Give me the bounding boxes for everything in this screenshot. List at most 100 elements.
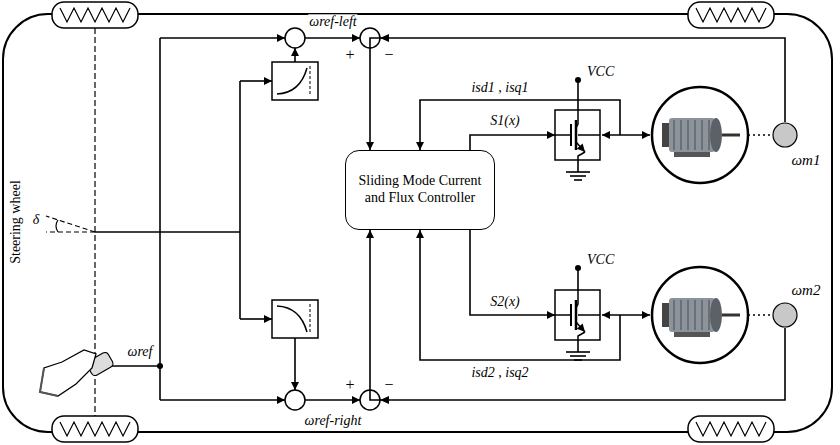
signal-wires [240,318,272,320]
signal-wires [577,160,579,172]
wheel [52,416,138,442]
motor-illustration [673,120,675,150]
wheel [688,2,774,28]
inverter-symbol [555,110,600,160]
motor-illustration [652,87,772,183]
wheel [688,2,774,28]
wheel [52,2,138,28]
steering-angle [46,231,95,232]
signal-wires [305,399,360,401]
motor-illustration [680,120,682,150]
signal-name: ωref-left [308,14,357,29]
signal-wires [294,48,296,62]
sign-mark: − [383,376,394,394]
signal-wires [602,134,650,136]
signal-wires [420,230,620,360]
signal-wires [566,171,590,173]
inverter-symbol [555,134,571,136]
sign-mark: + [344,376,355,394]
speed-signal-label: ωm2 [792,282,821,299]
steering-angle [56,220,58,232]
signal-wires [112,365,160,367]
motor-illustration [687,120,689,150]
signal-wires [240,80,272,82]
motor-illustration [708,120,710,150]
lookup-block [277,68,307,94]
encoder-outline [772,122,798,148]
signal-name: S2(x) [489,294,521,309]
signal-wires [574,179,582,181]
signal-wires [577,80,579,110]
supply-label: VCC [586,252,615,267]
encoder-circle [773,123,797,147]
vehicle-body [3,14,832,432]
signal-wires [470,230,555,315]
lookup-block [310,66,311,96]
wheel [60,8,130,22]
motor-illustration [708,300,710,330]
lookup-block [310,304,311,334]
inverter-symbol [570,304,572,326]
motor-illustration [722,134,740,137]
inverter-symbol [576,142,585,152]
lookup-block [272,62,318,100]
wheel [52,416,138,442]
inverter-symbol [555,314,571,316]
motor-illustration [748,134,772,136]
signal-wires [160,399,285,401]
wheel [688,416,774,442]
inverter-symbol [575,300,578,330]
sign-mark: + [344,46,355,64]
motor-illustration [652,87,748,183]
motor-illustration [748,314,772,316]
signal-wires [95,231,240,233]
terminal-dot [575,265,581,271]
signal-wires [95,38,650,400]
steering-label: Steering wheel [8,179,23,265]
motor-illustration [652,267,772,363]
controller-box: Sliding Mode Current and Flux Controller [345,150,495,230]
motor-illustration [669,118,715,152]
encoder-sensor: ωm2 [772,302,798,328]
motor-illustration [687,300,689,330]
terminal-dot [157,363,163,369]
signal-name: ωref-right [304,413,363,428]
wheel [696,8,766,22]
inverter-symbol [578,332,585,340]
encoder-outline [772,302,798,328]
wheel [688,416,774,442]
encoder-circle [773,303,797,327]
inverter-symbol [578,134,600,136]
controller-title: Sliding Mode Current and Flux Controller [346,169,494,211]
wheel [60,422,130,436]
lookup-block [272,300,318,338]
lookup-block [272,300,318,338]
inverter-symbol [555,110,600,160]
motor-illustration [701,120,703,150]
signal-wires [294,338,296,390]
signal-wires [570,355,586,357]
speed-signal-label: ωm1 [792,152,821,169]
signal-wires [577,268,579,290]
wheel [52,2,138,28]
wheel [696,422,766,436]
motor-illustration [694,300,696,330]
signal-wires [577,340,579,352]
motor-illustration [694,120,696,150]
motor-illustration [701,300,703,330]
signal-wires [570,175,586,177]
supply-label: VCC [586,64,615,79]
feedback-connector [370,38,785,150]
pedal-illustration [40,350,114,396]
signal-name: isd1 , isq1 [470,80,529,95]
signal-wires [470,135,555,150]
inverter-symbol [555,290,600,340]
inverter-symbol [576,110,578,128]
inverter-symbol [578,314,600,316]
steering-angle [46,216,95,232]
motor-illustration [722,314,740,317]
steering-angle [46,216,95,232]
angle-symbol: δ [32,212,41,227]
